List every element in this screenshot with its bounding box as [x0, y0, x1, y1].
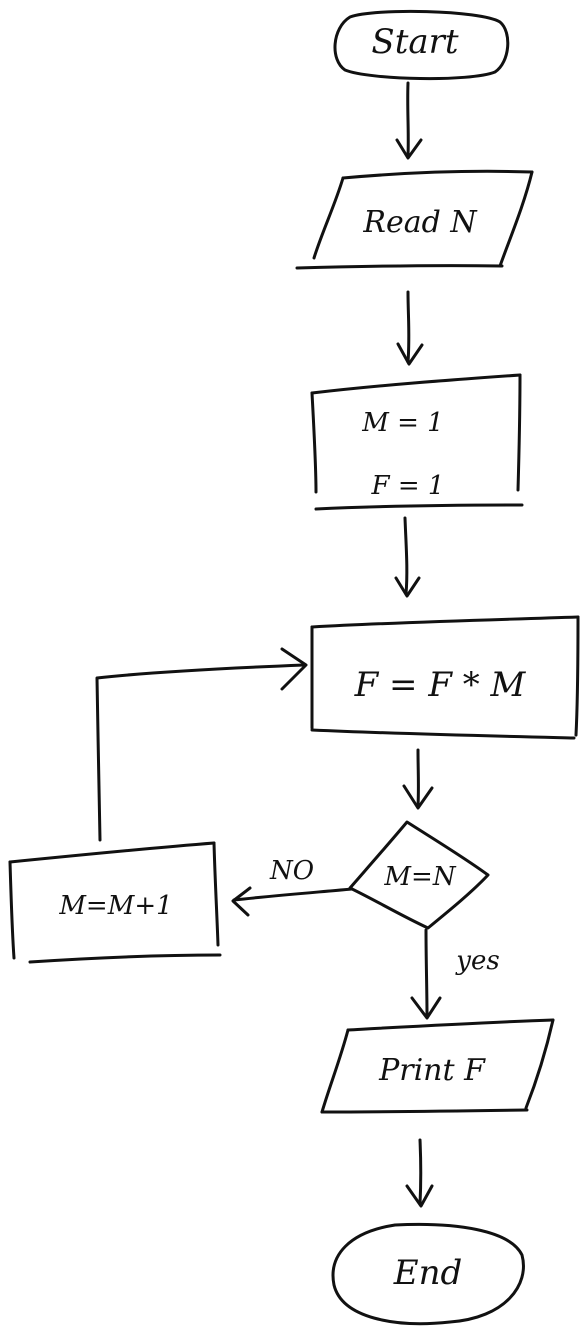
arrow-loop-to-multiply: [95, 647, 308, 842]
yes-edge-label: yes: [455, 946, 499, 976]
read-node: Read N: [295, 169, 534, 270]
init-m-label: M = 1: [361, 408, 443, 438]
end-label: End: [393, 1253, 462, 1293]
increment-label: M=M+1: [58, 891, 172, 921]
arrow-start-to-read: [395, 81, 423, 160]
decision-node: M=N: [348, 820, 490, 930]
arrow-init-to-multiply: [394, 516, 421, 598]
multiply-label: F = F * M: [354, 665, 527, 705]
arrow-decision-to-print: [410, 928, 442, 1020]
init-node: M = 1 F = 1: [310, 373, 524, 511]
read-label: Read N: [362, 205, 478, 240]
arrow-print-to-end: [405, 1138, 434, 1208]
end-node: End: [331, 1222, 525, 1326]
arrow-read-to-init: [396, 290, 424, 366]
arrow-decision-to-increment: [231, 886, 354, 917]
start-node: Start: [333, 9, 510, 81]
no-edge-label: NO: [269, 856, 314, 886]
start-label: Start: [371, 22, 458, 62]
increment-node: M=M+1: [8, 841, 222, 964]
print-label: Print F: [378, 1053, 486, 1088]
arrow-multiply-to-decision: [402, 748, 434, 810]
init-f-label: F = 1: [371, 471, 445, 501]
print-node: Print F: [320, 1018, 555, 1114]
multiply-node: F = F * M: [310, 615, 580, 740]
decision-label: M=N: [383, 862, 456, 892]
